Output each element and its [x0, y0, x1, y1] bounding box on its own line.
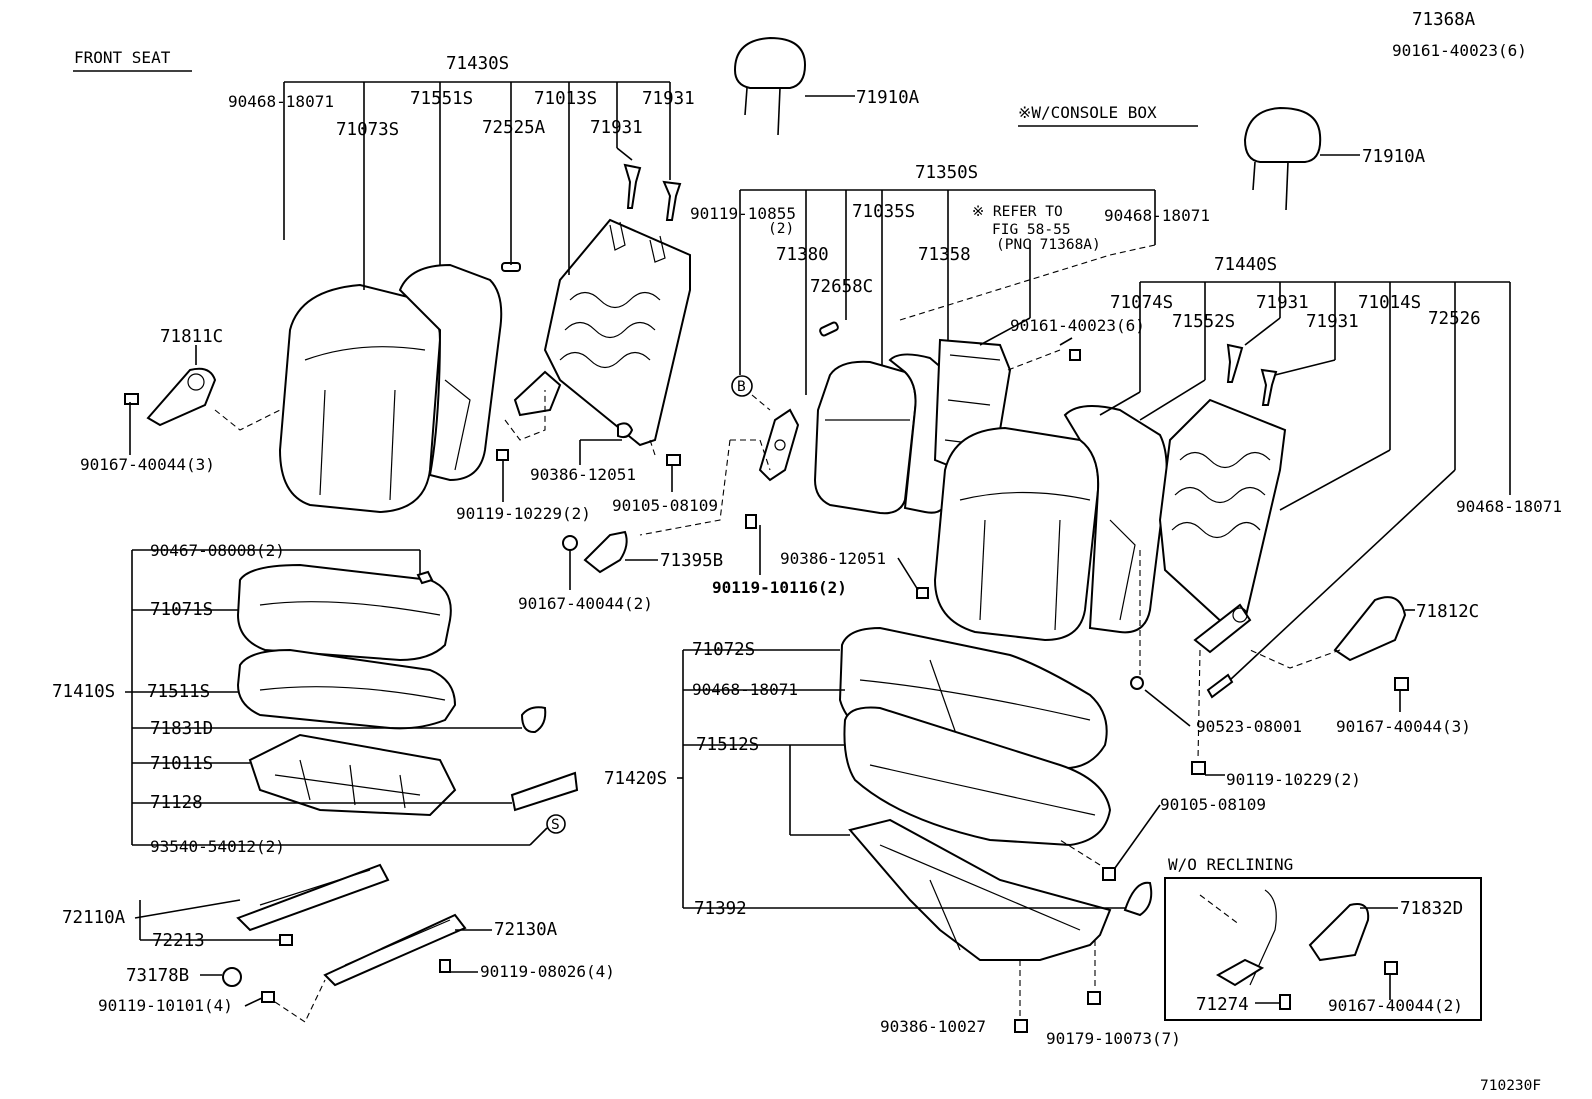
marker-s: S [551, 817, 560, 833]
headrest-left [733, 36, 807, 136]
seat-cushion-frame-right [848, 818, 1112, 961]
part-labels: 710230F FRONT SEAT ※W/CONSOLE BOX W/O RE… [52, 10, 1562, 1094]
seat-cushion-pad-left [236, 648, 457, 730]
label-90119-10101-4: 90119-10101(4) [98, 996, 233, 1015]
label-90468-18071-d: 90468-18071 [692, 680, 798, 699]
label-71512s: 71512S [696, 735, 759, 755]
label-90468-18071-c: 90468-18071 [1456, 497, 1562, 516]
label-90105-08109-a: 90105-08109 [612, 496, 718, 515]
label-71380: 71380 [776, 245, 829, 265]
recliner-cover-71811c [146, 367, 217, 427]
label-71071s: 71071S [150, 600, 213, 620]
label-90468-18071-b: 90468-18071 [1104, 206, 1210, 225]
label-90161-40023-top: 90161-40023(6) [1392, 41, 1527, 60]
label-71368a: 71368A [1412, 10, 1476, 30]
marker-b: B [737, 379, 746, 395]
label-71395b: 71395B [660, 551, 723, 571]
label-71392: 71392 [694, 899, 747, 919]
label-71011s: 71011S [150, 754, 213, 774]
seat-cushion-pad-right [843, 706, 1112, 847]
seat-track-right [323, 913, 467, 987]
label-71128: 71128 [150, 793, 203, 813]
label-71931-c: 71931 [1256, 293, 1309, 313]
seatback-pad-right [1063, 405, 1168, 634]
seatback-pad-left [398, 263, 503, 482]
seatback-cover-right [933, 426, 1100, 642]
label-71931-d: 71931 [1306, 312, 1359, 332]
label-90119-10116-2: 90119-10116(2) [712, 578, 847, 597]
section-front-seat: FRONT SEAT [74, 48, 171, 67]
label-72130a: 72130A [494, 920, 558, 940]
label-90179-10073-7: 90179-10073(7) [1046, 1029, 1181, 1048]
seatback-frame-left [513, 218, 691, 447]
seatback-cover-left [278, 283, 442, 514]
label-71072s: 71072S [692, 640, 755, 660]
label-90167-40044-2-a: 90167-40044(2) [518, 594, 653, 613]
section-wo-reclining: W/O RECLINING [1168, 855, 1293, 874]
label-71811c: 71811C [160, 327, 223, 347]
label-71440s: 71440S [1214, 255, 1277, 275]
label-90119-08026-4: 90119-08026(4) [480, 962, 615, 981]
label-71035s: 71035S [852, 202, 915, 222]
label-71812c: 71812C [1416, 602, 1479, 622]
label-90386-12051-b: 90386-12051 [780, 549, 886, 568]
label-71910a-left: 71910A [856, 88, 920, 108]
label-71073s: 71073S [336, 120, 399, 140]
label-71832d: 71832D [1400, 899, 1463, 919]
wo-reclining-box [1164, 877, 1482, 1021]
label-71910a-right: 71910A [1362, 147, 1426, 167]
label-71931-b: 71931 [590, 118, 643, 138]
seat-cushion-cover-left [236, 563, 452, 662]
label-90105-08109-b: 90105-08109 [1160, 795, 1266, 814]
label-72110a: 72110A [62, 908, 126, 928]
label-71551s: 71551S [410, 89, 473, 109]
label-90167-40044-2-b: 90167-40044(2) [1328, 996, 1463, 1015]
left-seat-drawing [124, 36, 807, 1003]
label-93540-54012-2: 93540-54012(2) [150, 837, 285, 856]
label-90467-08008-2: 90467-08008(2) [150, 541, 285, 560]
label-90523-08001: 90523-08001 [1196, 717, 1302, 736]
label-71552s: 71552S [1172, 312, 1235, 332]
label-90468-18071-a: 90468-18071 [228, 92, 334, 111]
label-90119-10855: 90119-10855 [690, 204, 796, 223]
label-72526: 72526 [1428, 309, 1481, 329]
label-90167-40044-3-a: 90167-40044(3) [80, 455, 215, 474]
label-71358: 71358 [918, 245, 971, 265]
figure-code: 710230F [1480, 1078, 1541, 1094]
label-90119-10229-2-a: 90119-10229(2) [456, 504, 591, 523]
headrest-right [1243, 106, 1322, 163]
label-72213: 72213 [152, 931, 205, 951]
recliner-cover-71812c [1333, 596, 1407, 662]
label-90386-12051-a: 90386-12051 [530, 465, 636, 484]
console-back-cover [813, 360, 917, 515]
label-90119-10855-qty: (2) [768, 221, 794, 237]
refer-note-line1: ※ REFER TO [972, 204, 1063, 220]
label-71014s: 71014S [1358, 293, 1421, 313]
label-71013s: 71013S [534, 89, 597, 109]
label-71420s: 71420S [604, 769, 667, 789]
label-71430s: 71430S [446, 54, 509, 74]
label-90161-40023-mid: 90161-40023(6) [1010, 316, 1145, 335]
label-72658c: 72658C [810, 277, 873, 297]
label-90119-10229-2-b: 90119-10229(2) [1226, 770, 1361, 789]
section-console-box: ※W/CONSOLE BOX [1018, 103, 1157, 122]
label-71274: 71274 [1196, 995, 1249, 1015]
label-72525a: 72525A [482, 118, 546, 138]
seatback-frame-right [1158, 398, 1287, 654]
label-90167-40044-3-b: 90167-40044(3) [1336, 717, 1471, 736]
refer-note-line2: FIG 58-55 [992, 222, 1071, 238]
seat-track-left [236, 863, 390, 932]
label-71831d: 71831D [150, 719, 213, 739]
label-90386-10027: 90386-10027 [880, 1017, 986, 1036]
right-seat-drawing [838, 106, 1409, 1033]
label-71350s: 71350S [915, 163, 978, 183]
label-71410s: 71410S [52, 682, 115, 702]
label-71074s: 71074S [1110, 293, 1173, 313]
label-71511s: 71511S [147, 682, 210, 702]
label-71931-a: 71931 [642, 89, 695, 109]
label-73178b: 73178B [126, 966, 189, 986]
leader-lines [125, 81, 1511, 1023]
refer-note-line3: (PNC 71368A) [996, 237, 1101, 253]
